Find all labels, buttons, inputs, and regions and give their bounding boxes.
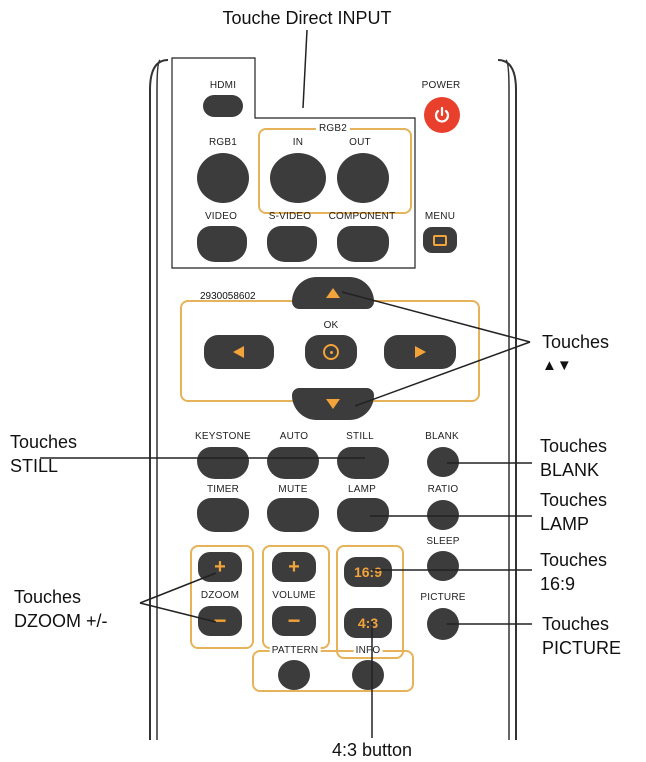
- pattern-label: PATTERN: [269, 645, 321, 656]
- dzoom-annotation-line2: DZOOM +/-: [14, 611, 108, 631]
- lamp-button[interactable]: [337, 498, 389, 532]
- volume-plus-button[interactable]: +: [272, 552, 316, 582]
- ratio-16-9-button[interactable]: 16:9: [344, 557, 392, 587]
- power-button[interactable]: [424, 97, 460, 133]
- model-number: 2930058602: [200, 291, 256, 302]
- ratio169-annotation-line1: Touches: [540, 550, 608, 570]
- video-button[interactable]: [197, 226, 247, 262]
- rgb2-out-button[interactable]: [337, 153, 389, 203]
- rgb2-label: RGB2: [315, 123, 351, 134]
- still-annotation-line1: Touches: [10, 432, 78, 452]
- left-button[interactable]: [204, 335, 274, 369]
- mute-button[interactable]: [267, 498, 319, 532]
- right-button[interactable]: [384, 335, 456, 369]
- ratio-label: RATIO: [427, 484, 459, 495]
- timer-button[interactable]: [197, 498, 249, 532]
- ok-button[interactable]: [305, 335, 357, 369]
- lamp-annotation-line2: LAMP: [540, 514, 590, 534]
- blank-annotation-line2: BLANK: [540, 460, 600, 480]
- sleep-button[interactable]: [427, 551, 459, 581]
- volume-minus-button[interactable]: −: [272, 606, 316, 636]
- picture-annotation-line1: Touches: [542, 614, 610, 634]
- hdmi-button[interactable]: [203, 95, 243, 117]
- still-button[interactable]: [337, 447, 389, 479]
- svideo-label: S-VIDEO: [268, 211, 312, 222]
- arrows-annotation-line1: Touches: [542, 332, 610, 352]
- still-annotation: Touches STILL: [10, 430, 77, 478]
- down-arrow-icon: [326, 399, 340, 409]
- lamp-annotation: Touches LAMP: [540, 488, 607, 536]
- in-label: IN: [292, 137, 304, 148]
- still-annotation-line2: STILL: [10, 456, 59, 476]
- power-label: POWER: [421, 80, 461, 91]
- ratio169-annotation: Touches 16:9: [540, 548, 607, 596]
- picture-annotation: Touches PICTURE: [542, 612, 621, 660]
- rgb1-label: RGB1: [208, 137, 238, 148]
- video-label: VIDEO: [204, 211, 238, 222]
- ratio-4-3-button[interactable]: 4:3: [344, 608, 392, 638]
- component-label: COMPONENT: [328, 211, 396, 222]
- right-arrow-icon: [415, 346, 426, 358]
- pattern-info-frame: [252, 650, 414, 692]
- sleep-label: SLEEP: [426, 536, 460, 547]
- menu-icon: [433, 234, 447, 246]
- ratio169-annotation-line2: 16:9: [540, 574, 576, 594]
- component-button[interactable]: [337, 226, 389, 262]
- up-button[interactable]: [292, 277, 374, 309]
- timer-label: TIMER: [206, 484, 240, 495]
- power-icon: [434, 106, 450, 123]
- blank-annotation-line1: Touches: [540, 436, 608, 456]
- menu-label: MENU: [424, 211, 456, 222]
- hdmi-label: HDMI: [209, 80, 237, 91]
- dzoom-frame: [190, 545, 254, 649]
- aspect-frame: [336, 545, 404, 659]
- mute-label: MUTE: [278, 484, 308, 495]
- keystone-label: KEYSTONE: [195, 431, 251, 442]
- arrows-annotation: Touches ▲▼: [542, 330, 609, 378]
- menu-button[interactable]: [423, 227, 457, 253]
- lamp-annotation-line1: Touches: [540, 490, 608, 510]
- direct-input-annotation: Touche Direct INPUT: [222, 8, 392, 28]
- auto-label: AUTO: [279, 431, 309, 442]
- up-arrow-icon: [326, 288, 340, 298]
- picture-annotation-line2: PICTURE: [542, 638, 622, 658]
- info-label: INFO: [353, 645, 383, 656]
- rgb1-button[interactable]: [197, 153, 249, 203]
- picture-label: PICTURE: [420, 592, 466, 603]
- ratio-button[interactable]: [427, 500, 459, 530]
- blank-label: BLANK: [425, 431, 459, 442]
- info-button[interactable]: [352, 660, 384, 690]
- blank-annotation: Touches BLANK: [540, 434, 607, 482]
- out-label: OUT: [349, 137, 371, 148]
- still-label: STILL: [346, 431, 374, 442]
- rgb2-in-button[interactable]: [270, 153, 326, 203]
- ok-icon: [323, 344, 339, 360]
- dzoom-label: DZOOM: [200, 590, 240, 601]
- auto-button[interactable]: [267, 447, 319, 479]
- dzoom-minus-button[interactable]: −: [198, 606, 242, 636]
- lamp-label: LAMP: [347, 484, 377, 495]
- dzoom-annotation: Touches DZOOM +/-: [14, 585, 108, 633]
- arrows-annotation-line2: ▲▼: [542, 357, 572, 374]
- ok-label: OK: [323, 320, 339, 331]
- dzoom-annotation-line1: Touches: [14, 587, 82, 607]
- blank-button[interactable]: [427, 447, 459, 477]
- keystone-button[interactable]: [197, 447, 249, 479]
- svideo-button[interactable]: [267, 226, 317, 262]
- left-arrow-icon: [233, 346, 244, 358]
- button43-annotation: 4:3 button: [331, 740, 413, 760]
- volume-label: VOLUME: [272, 590, 316, 601]
- pattern-button[interactable]: [278, 660, 310, 690]
